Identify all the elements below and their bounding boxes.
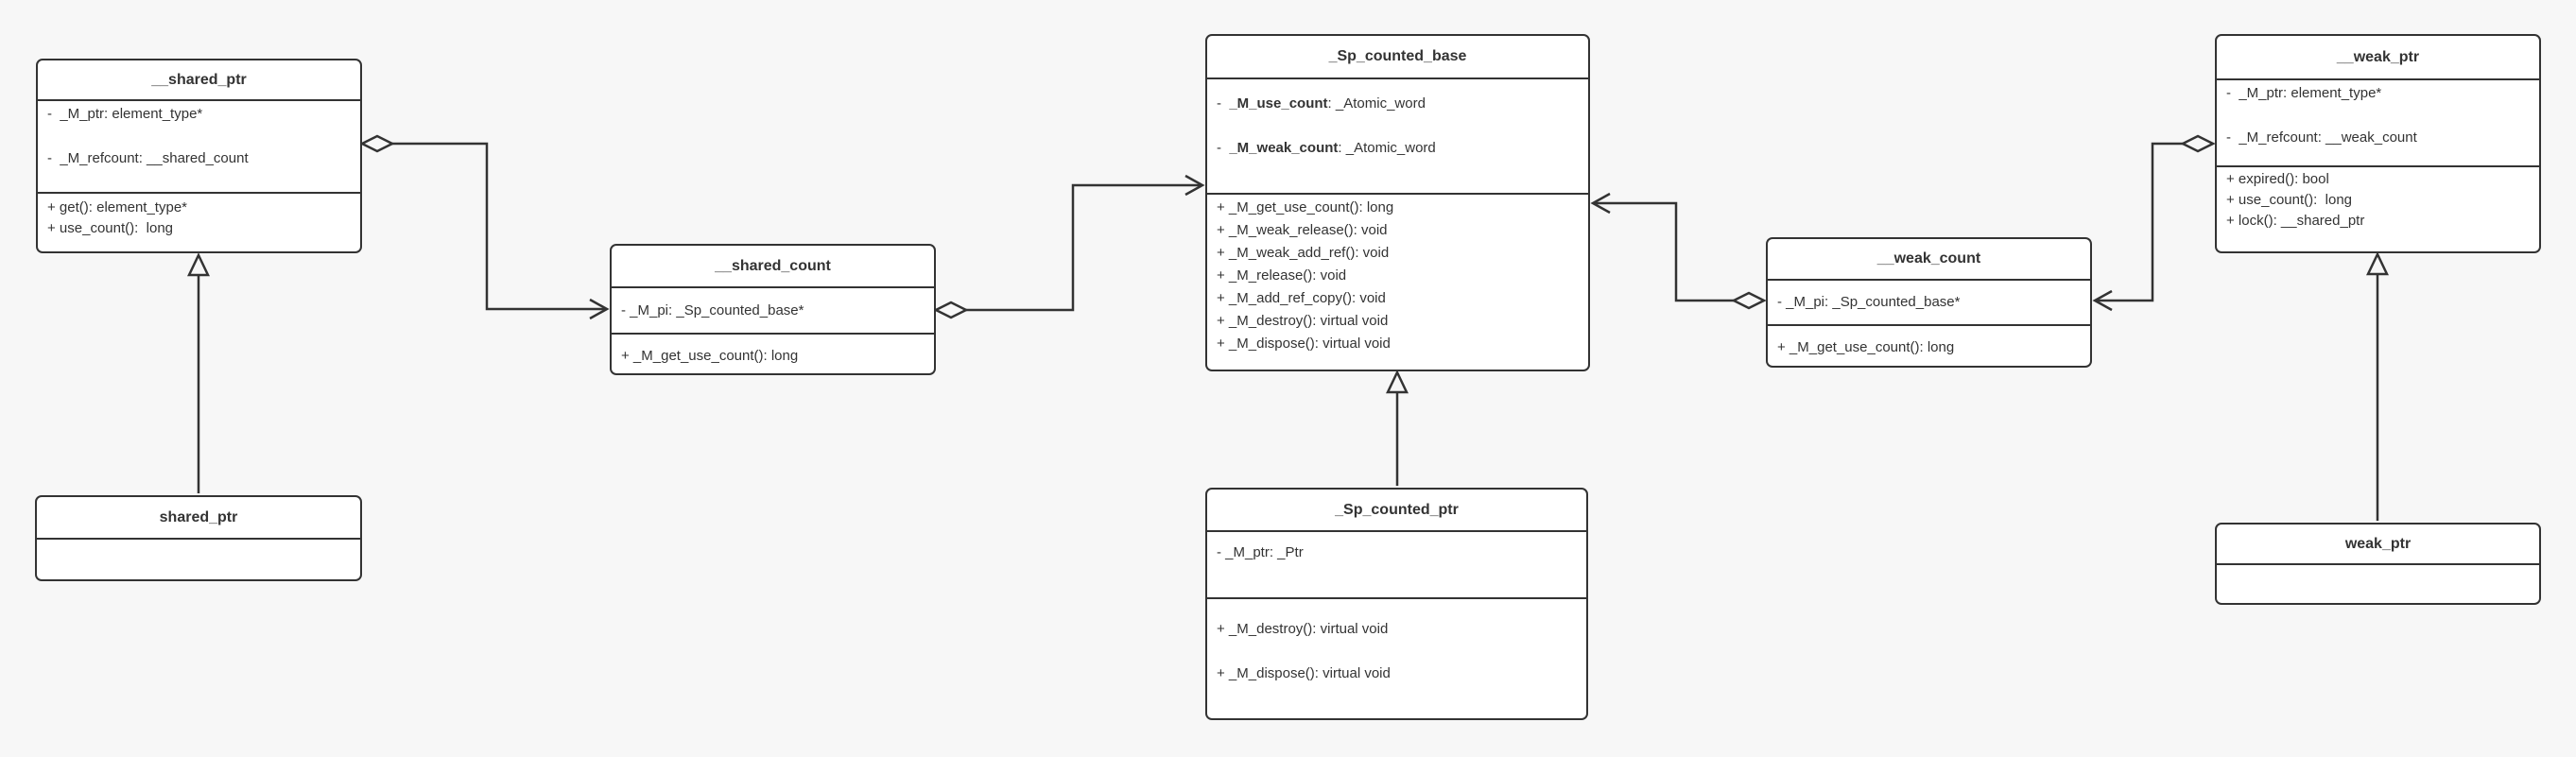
class-box-weak-count[interactable]: __weak_count - _M_pi: _Sp_counted_base* … <box>1766 237 2092 368</box>
method-row: + _M_dispose(): virtual void <box>1217 335 1391 352</box>
empty-body-section <box>2217 563 2539 603</box>
class-box-shared-ptr[interactable]: shared_ptr <box>35 495 362 581</box>
aggregation-edge-weakptr-weakcount[interactable] <box>2092 134 2216 312</box>
class-box-weak-ptr[interactable]: weak_ptr <box>2215 523 2541 605</box>
generalization-edge-spcountedptr[interactable] <box>1386 370 1409 486</box>
method-row: + lock(): __shared_ptr <box>2226 213 2365 229</box>
class-box-shared-ptr-impl[interactable]: __shared_ptr - _M_ptr: element_type* - _… <box>36 59 362 253</box>
method-row: + _M_weak_add_ref(): void <box>1217 245 1390 261</box>
class-title: _Sp_counted_base <box>1328 48 1467 64</box>
class-box-sp-counted-base[interactable]: _Sp_counted_base - _M_use_count: _Atomic… <box>1205 34 1590 371</box>
aggregation-diamond-icon <box>359 134 395 153</box>
open-arrowhead-icon <box>589 298 610 320</box>
class-box-shared-count[interactable]: __shared_count - _M_pi: _Sp_counted_base… <box>610 244 936 375</box>
aggregation-diamond-icon <box>933 301 969 319</box>
generalization-triangle-icon <box>1386 370 1409 394</box>
class-title: __weak_ptr <box>2336 48 2420 65</box>
aggregation-diamond-icon <box>2180 134 2216 153</box>
methods-section: + _M_get_use_count(): long <box>612 333 934 373</box>
class-title: weak_ptr <box>2344 535 2412 552</box>
attributes-section: - _M_pi: _Sp_counted_base* <box>1768 279 2090 324</box>
attributes-section: - _M_pi: _Sp_counted_base* <box>612 286 934 333</box>
attribute-row: - _M_ptr: element_type* <box>47 106 203 122</box>
open-arrowhead-icon <box>2092 289 2113 312</box>
attribute-row: - _M_pi: _Sp_counted_base* <box>1777 294 1961 310</box>
method-row: + _M_get_use_count(): long <box>1777 339 1955 355</box>
method-row: + _M_dispose(): virtual void <box>1217 665 1391 681</box>
class-title: shared_ptr <box>159 508 238 525</box>
aggregation-edge-sharedptr-sharedcount[interactable] <box>359 134 610 320</box>
methods-section: + get(): element_type* + use_count(): lo… <box>38 192 360 251</box>
attribute-row: - _M_ptr: element_type* <box>2226 85 2382 101</box>
attribute-row: - _M_ptr: _Ptr <box>1217 544 1304 560</box>
class-title: __shared_ptr <box>151 71 247 88</box>
method-row: + get(): element_type* <box>47 199 188 215</box>
aggregation-edge-weakcount-spcountedbase[interactable] <box>1590 192 1767 310</box>
attributes-section: - _M_use_count: _Atomic_word - _M_weak_c… <box>1207 77 1588 193</box>
edge-line <box>966 183 1202 312</box>
aggregation-edge-sharedcount-spcountedbase[interactable] <box>933 174 1205 319</box>
class-title: __shared_count <box>715 257 831 274</box>
edge-line <box>1594 201 1734 302</box>
method-row: + _M_get_use_count(): long <box>621 348 799 364</box>
aggregation-diamond-icon <box>1731 291 1767 310</box>
empty-body-section <box>37 538 360 579</box>
method-row: + use_count(): long <box>47 220 174 236</box>
open-arrowhead-icon <box>1184 174 1205 197</box>
attribute-row: - _M_refcount: __shared_count <box>47 150 249 166</box>
generalization-triangle-icon <box>2366 251 2389 276</box>
methods-section: + _M_get_use_count(): long <box>1768 324 2090 366</box>
method-row: + _M_get_use_count(): long <box>1217 199 1394 215</box>
methods-section: + expired(): bool + use_count(): long + … <box>2217 165 2539 251</box>
attributes-section: - _M_ptr: element_type* - _M_refcount: _… <box>38 99 360 192</box>
method-row: + _M_destroy(): virtual void <box>1217 313 1389 329</box>
edge-line <box>2096 142 2183 302</box>
method-row: + expired(): bool <box>2226 171 2329 187</box>
attribute-row: - _M_refcount: __weak_count <box>2226 129 2417 146</box>
method-row: + _M_release(): void <box>1217 267 1347 284</box>
generalization-edge-weakptr[interactable] <box>2366 251 2389 521</box>
attributes-section: - _M_ptr: element_type* - _M_refcount: _… <box>2217 78 2539 165</box>
attribute-row: - _M_use_count: _Atomic_word <box>1217 95 1426 112</box>
class-box-sp-counted-ptr[interactable]: _Sp_counted_ptr - _M_ptr: _Ptr + _M_dest… <box>1205 488 1588 720</box>
attribute-row: - _M_weak_count: _Atomic_word <box>1217 140 1436 156</box>
method-row: + use_count(): long <box>2226 192 2353 208</box>
generalization-edge-sharedptr[interactable] <box>187 252 210 493</box>
class-box-weak-ptr-impl[interactable]: __weak_ptr - _M_ptr: element_type* - _M_… <box>2215 34 2541 253</box>
methods-section: + _M_get_use_count(): long + _M_weak_rel… <box>1207 193 1588 370</box>
attribute-row: - _M_pi: _Sp_counted_base* <box>621 302 804 318</box>
method-row: + _M_add_ref_copy(): void <box>1217 290 1386 306</box>
attributes-section: - _M_ptr: _Ptr <box>1207 530 1586 597</box>
method-row: + _M_destroy(): virtual void <box>1217 621 1389 637</box>
methods-section: + _M_destroy(): virtual void + _M_dispos… <box>1207 597 1586 718</box>
method-row: + _M_weak_release(): void <box>1217 222 1388 238</box>
open-arrowhead-icon <box>1590 192 1611 215</box>
generalization-triangle-icon <box>187 252 210 277</box>
class-title: __weak_count <box>1876 250 1981 267</box>
class-title: _Sp_counted_ptr <box>1335 501 1459 518</box>
edge-line <box>392 142 606 311</box>
